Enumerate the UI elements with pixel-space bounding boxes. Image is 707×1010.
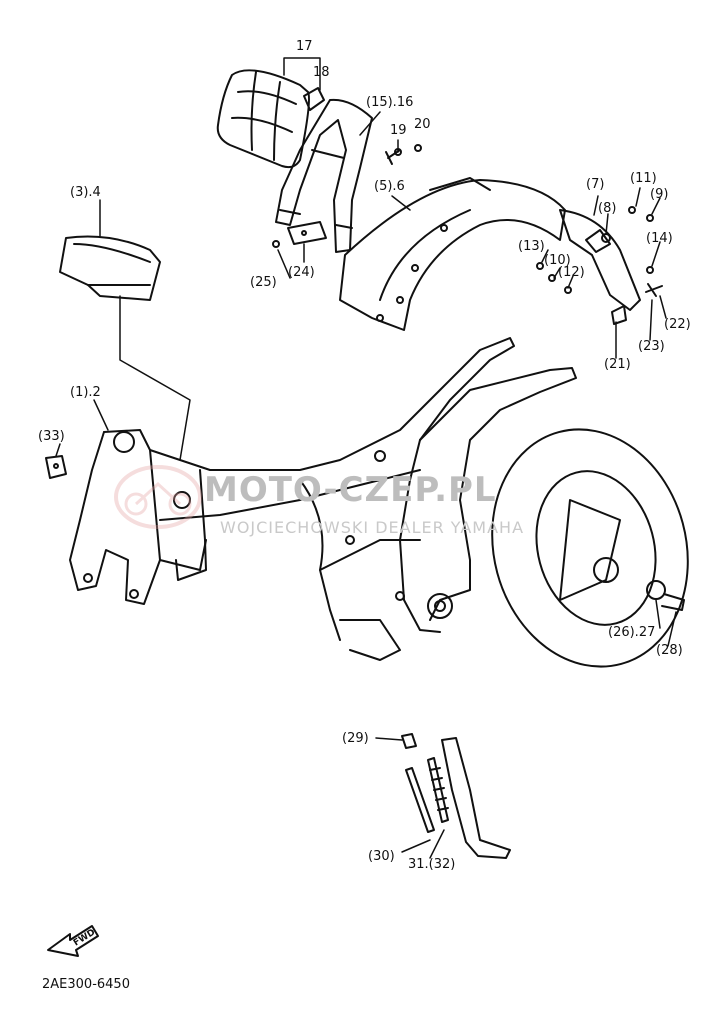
backrest-bracket [303,87,325,111]
callout-12: (12) [558,265,585,280]
callout-31-32: 31.(32) [408,857,456,872]
callout-3-4: (3).4 [70,185,101,200]
watermark-subtitle: WOJCIECHOWSKI DEALER YAMAHA [220,518,525,537]
sidestand-spring-31 [427,757,449,823]
callout-29: (29) [342,731,369,746]
plate-24 [287,221,327,245]
callout-17: 17 [296,39,313,54]
callout-7: (7) [586,177,605,192]
callout-14: (14) [646,231,673,246]
watermark-site: MOTO-CZEP.PL [204,470,497,510]
rear-fender [339,177,566,331]
nut-25 [272,240,280,248]
callout-5-6: (5).6 [374,179,405,194]
callout-11: (11) [630,171,657,186]
fwd-arrow [47,925,99,957]
callout-13: (13) [518,239,545,254]
sidestand-arm [441,737,511,859]
callout-21: (21) [604,357,631,372]
callout-30: (30) [368,849,395,864]
nut-20 [414,144,422,152]
callout-15-16: (15).16 [366,95,414,110]
callout-22: (22) [664,317,691,332]
sidestand-plate-29 [401,733,417,749]
watermark-logo-icon [114,465,202,529]
rear-flap [559,209,641,311]
callout-26-27: (26).27 [608,625,656,640]
callout-9: (9) [650,187,669,202]
leader-lines [55,57,677,859]
callout-10: (10) [544,253,571,268]
sidestand-spring-30 [405,767,435,833]
backrest-pad [216,69,310,169]
main-frame [69,337,577,661]
callout-20: 20 [414,117,431,132]
callout-24: (24) [288,265,315,280]
battery-cover [59,235,161,301]
callout-19: 19 [390,123,407,138]
callout-8: (8) [598,201,617,216]
callout-18: 18 [313,65,330,80]
diagram-code: 2AE300-6450 [42,977,130,992]
callout-1-2: (1).2 [70,385,101,400]
rear-wheel [491,428,689,668]
callout-23: (23) [638,339,665,354]
callout-33: (33) [38,429,65,444]
callout-25: (25) [250,275,277,290]
bracket-33 [45,455,67,479]
callout-28: (28) [656,643,683,658]
cap-26-28 [646,580,685,611]
backrest-support-frame [275,98,373,253]
